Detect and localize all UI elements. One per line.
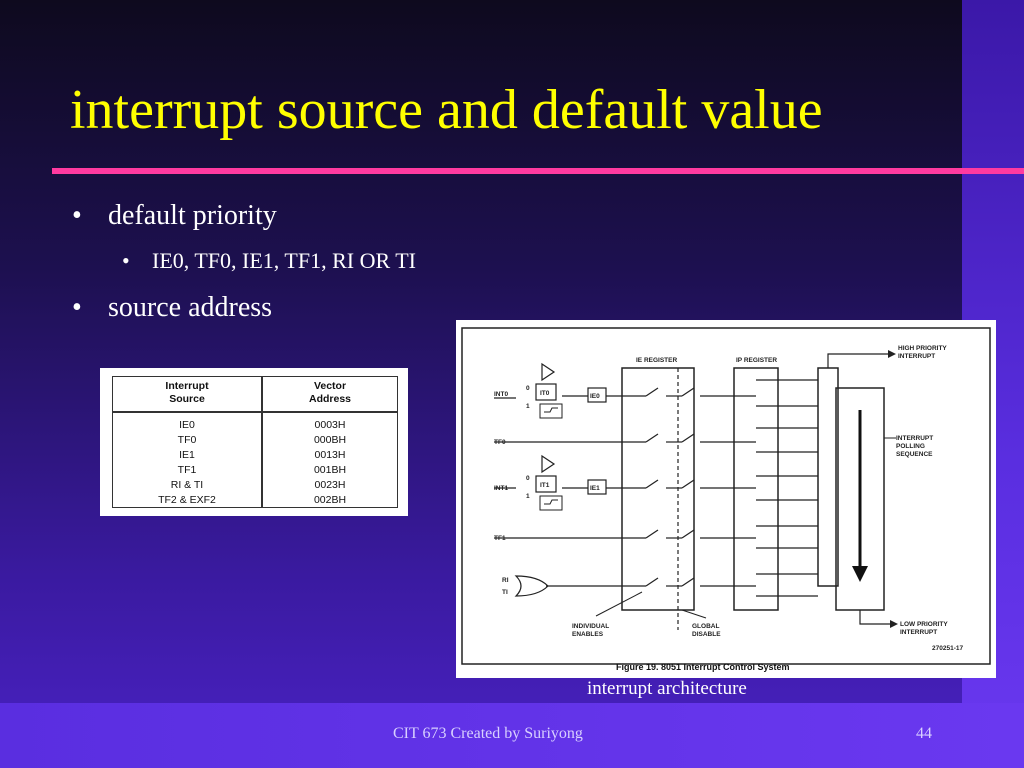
figure-id: 270251-17	[932, 645, 963, 652]
tf0-label: TF0	[494, 439, 506, 446]
table-row: IE0 0003H	[113, 419, 397, 434]
slide-title: interrupt source and default value	[70, 79, 823, 141]
address-cell: 002BH	[313, 494, 347, 506]
bullet-text: source address	[108, 292, 273, 323]
table-header: Interrupt Source Vector Address	[113, 377, 397, 413]
svg-text:IE1: IE1	[590, 485, 600, 492]
table-row: RI & TI 0023H	[113, 479, 397, 494]
bottom-accent-band	[0, 703, 1024, 768]
title-underline	[52, 168, 1024, 174]
sub-bullet-priority-order: • IE0, TF0, IE1, TF1, RI OR TI	[122, 248, 416, 274]
address-cell: 001BH	[313, 464, 347, 476]
source-cell: RI & TI	[170, 479, 204, 491]
address-cell: 0013H	[314, 449, 346, 461]
svg-text:IT0: IT0	[540, 390, 550, 397]
bullet-text: default priority	[108, 200, 277, 231]
polling-arrow	[852, 566, 868, 582]
header-vector-address: Vector Address	[308, 380, 351, 405]
table-column-divider	[261, 377, 263, 507]
svg-text:1: 1	[526, 403, 530, 410]
bullet-dot: •	[72, 292, 82, 323]
switch-rows	[494, 379, 818, 597]
ip-register-label: IP REGISTER	[736, 357, 777, 364]
tf1-label: TF1	[494, 535, 506, 542]
source-cell: TF0	[177, 434, 197, 446]
footer-text: CIT 673 Created by Suriyong	[393, 725, 583, 742]
bullet-dot: •	[72, 200, 82, 231]
ri-label: RI	[502, 577, 509, 584]
table-row: TF0 000BH	[113, 434, 397, 449]
svg-text:0: 0	[526, 475, 530, 482]
svg-text:IE0: IE0	[590, 393, 600, 400]
priority-box-high	[817, 367, 839, 587]
vector-address-table: Interrupt Source Vector Address IE0 0003…	[100, 368, 408, 516]
header-interrupt-source: Interrupt Source	[165, 380, 209, 405]
svg-text:IT1: IT1	[540, 482, 550, 489]
address-cell: 000BH	[313, 434, 347, 446]
table-row: TF1 001BH	[113, 464, 397, 479]
int0-label: INT0	[494, 391, 508, 398]
or-gate	[514, 575, 549, 597]
table-row: IE1 0013H	[113, 449, 397, 464]
source-cell: TF1	[177, 464, 197, 476]
source-cell: IE1	[179, 449, 195, 461]
address-cell: 0003H	[314, 419, 346, 431]
source-cell: IE0	[179, 419, 195, 431]
address-cell: 0023H	[314, 479, 346, 491]
ie-register-label: IE REGISTER	[636, 357, 677, 364]
ie-register-box	[621, 367, 695, 611]
bullet-default-priority: • default priority	[72, 200, 277, 232]
ti-label: TI	[502, 589, 508, 596]
svg-text:0: 0	[526, 385, 530, 392]
table-row: TF2 & EXF2 002BH	[113, 494, 397, 509]
table-frame: Interrupt Source Vector Address IE0 0003…	[112, 376, 398, 508]
bullet-dot: •	[122, 248, 130, 273]
bullet-source-address: • source address	[72, 292, 272, 324]
svg-text:1: 1	[526, 493, 530, 500]
page-number: 44	[916, 725, 932, 742]
sub-bullet-text: IE0, TF0, IE1, TF1, RI OR TI	[152, 248, 417, 273]
figure-caption: Figure 19. 8051 Interrupt Control System	[616, 662, 790, 672]
ip-register-box	[733, 367, 779, 611]
diagram-caption: interrupt architecture	[587, 678, 747, 699]
source-cell: TF2 & EXF2	[158, 494, 216, 506]
